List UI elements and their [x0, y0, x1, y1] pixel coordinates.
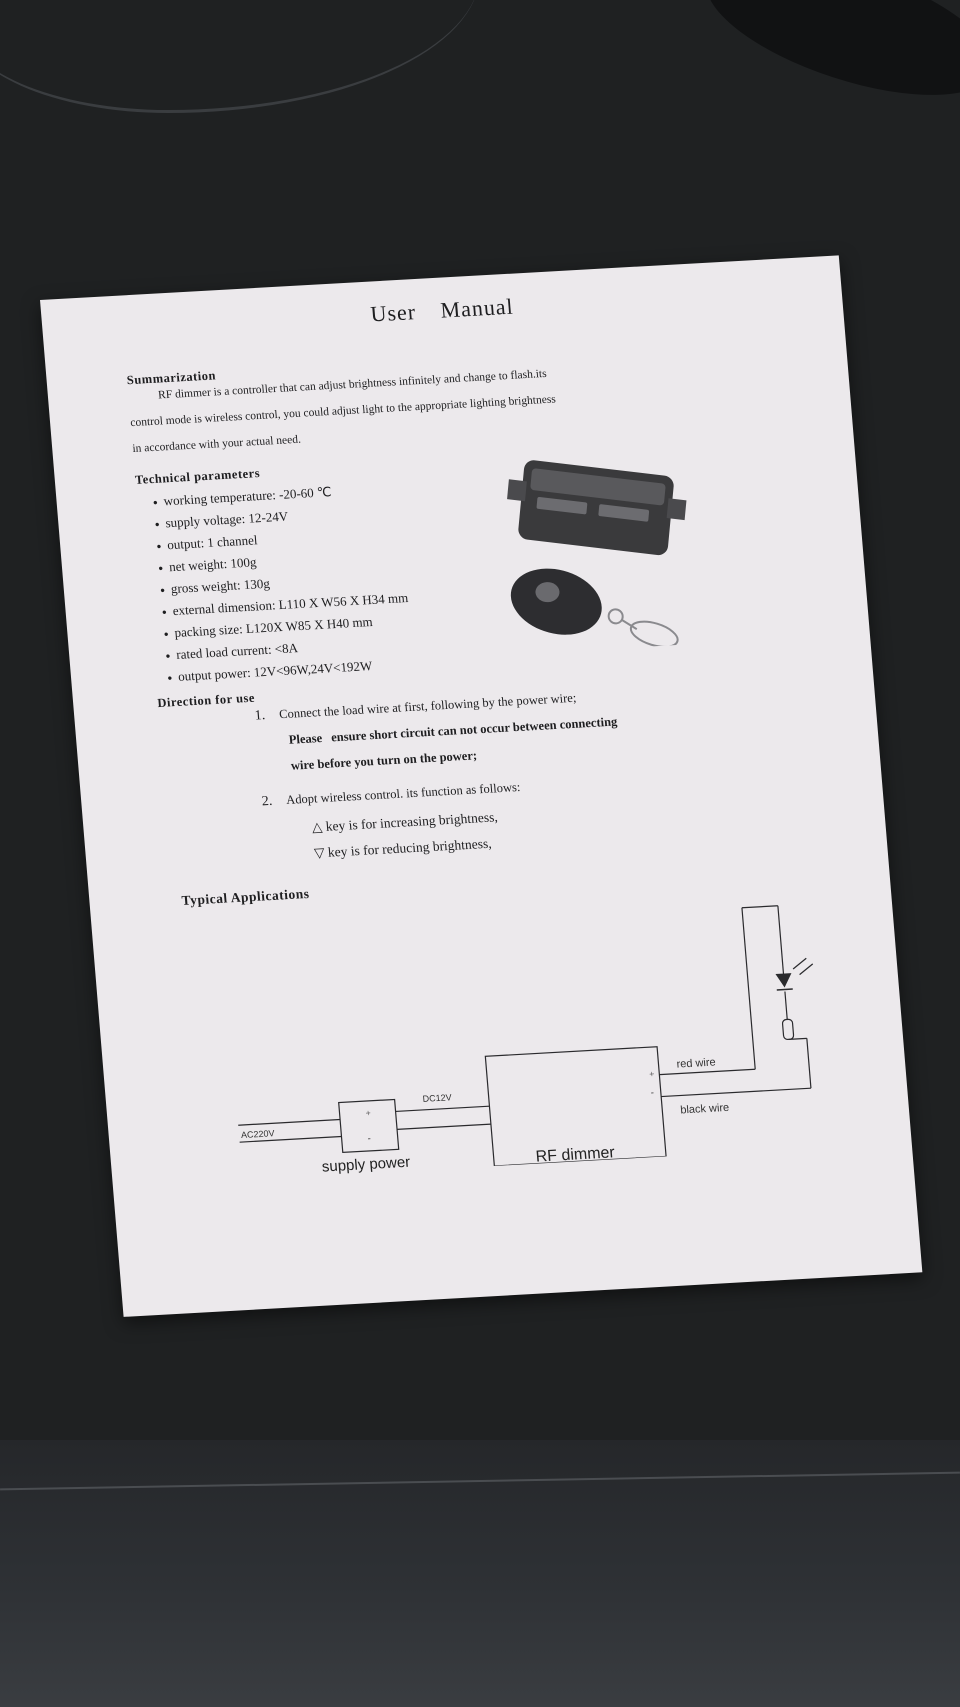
- rf-dimmer-label: RF dimmer: [535, 1144, 616, 1165]
- background-floor: [0, 1440, 960, 1707]
- param-output: output: 1 channel: [156, 532, 258, 554]
- supply-power-box: [338, 1098, 400, 1154]
- manual-sheet: User Manual Summarization RF dimmer is a…: [40, 255, 923, 1317]
- param-packing-size: packing size: L120X W85 X H40 mm: [163, 614, 373, 642]
- red-wire-label: red wire: [676, 1056, 716, 1070]
- key-up-text: key is for increasing brightness,: [325, 809, 499, 834]
- step-1-line-3: wire before you turn on the power;: [290, 748, 478, 773]
- triangle-down-icon: ▽: [313, 845, 326, 861]
- param-temperature: working temperature: -20-60 ℃: [152, 484, 332, 510]
- wiring-diagram: AC220V DC12V + - + - red wire black wire…: [238, 905, 814, 1176]
- triangle-up-icon: △: [311, 819, 324, 835]
- dc-label: DC12V: [422, 1092, 452, 1104]
- dimmer-minus-sign: -: [650, 1087, 654, 1097]
- step-1-line-1: Connect the load wire at first, followin…: [278, 690, 577, 722]
- step-1-line-2: ensure short circuit can not occur betwe…: [330, 714, 618, 745]
- step-2-number: 2.: [261, 793, 273, 810]
- param-voltage: supply voltage: 12-24V: [154, 509, 289, 532]
- ac-input-label: AC220V: [241, 1128, 275, 1140]
- black-wire-label: black wire: [680, 1102, 730, 1117]
- step-1-number: 1.: [254, 708, 266, 724]
- param-gross-weight: gross weight: 130g: [159, 576, 270, 598]
- rf-dimmer-box: [484, 1046, 667, 1167]
- param-output-power: output power: 12V<96W,24V<192W: [167, 658, 373, 685]
- params-heading: Technical parameters: [134, 466, 261, 487]
- supply-minus-sign: -: [367, 1133, 371, 1143]
- step-1-please: Please: [288, 730, 323, 747]
- summary-line-3: in accordance with your actual need.: [132, 433, 302, 456]
- led-icon: [775, 973, 792, 988]
- direction-heading: Direction for use: [156, 690, 256, 711]
- dimmer-plus-sign: +: [649, 1069, 655, 1079]
- step-2-line-1: Adopt wireless control. its function as …: [285, 779, 521, 808]
- key-down-text: key is for reducing brightness,: [327, 835, 493, 860]
- param-load-current: rated load current: <8A: [165, 640, 299, 663]
- supply-power-label: supply power: [321, 1154, 411, 1176]
- background-curve: [0, 0, 480, 113]
- manual-title: User Manual: [369, 293, 515, 327]
- dimmer-device-image: [507, 460, 687, 648]
- summary-heading: Summarization: [126, 368, 217, 388]
- applications-heading: Typical Applications: [181, 885, 310, 909]
- supply-plus-sign: +: [365, 1108, 371, 1118]
- background-cable: [690, 0, 960, 124]
- param-net-weight: net weight: 100g: [158, 554, 257, 575]
